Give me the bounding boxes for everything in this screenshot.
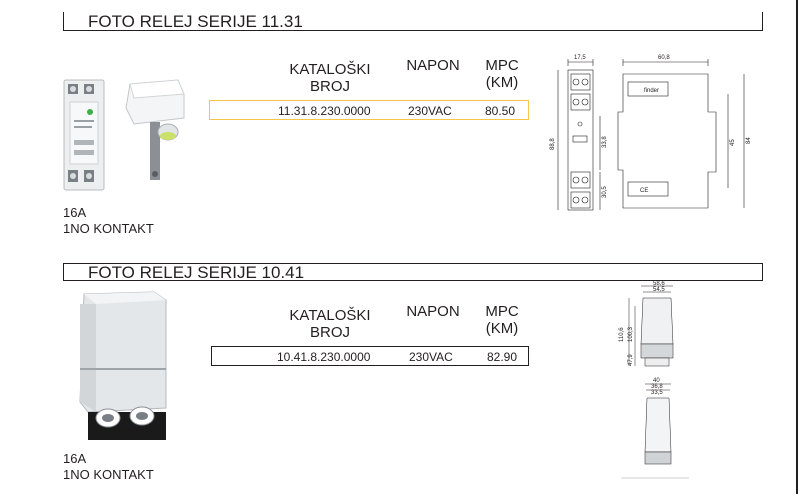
dim-f: 40 [653,378,660,384]
header-price: MPC (KM) [485,57,519,91]
ce-mark: CE [640,188,648,194]
price-row-11-31: 11.31.8.230.0000 230VAC 80.50 [209,100,529,120]
catalog-number-2: 10.41.8.230.0000 [277,350,371,364]
dim-w1: 17,5 [574,55,586,61]
dim-h1: 88,8 [550,138,556,150]
product-notes-11-31: 16A 1NO KONTAKT [63,205,154,236]
dim-h5: 84 [746,137,752,144]
header-price-2: MPC (KM) [485,303,519,337]
header-voltage: NAPON [406,57,460,74]
voltage-value: 230VAC [408,104,452,118]
section-title-10-41: FOTO RELEJ SERIJE 10.41 [63,263,763,282]
header-voltage-2: NAPON [406,303,460,320]
dim-h4: 45 [730,139,736,146]
dim-e: 47,9 [628,354,634,366]
dim-d: 100,3 [628,326,634,342]
technical-drawing-10-41: 58,6 54,5 110,6 100,3 47,9 40 36,8 33,5 [619,281,689,479]
header-catalog-number-2: KATALOŠKI BROJ [289,307,371,341]
dim-c: 110,6 [619,327,625,342]
product-photo-11-31 [63,79,185,191]
dim-a: 58,6 [653,281,665,287]
price-value: 80.50 [485,104,516,118]
dim-h: 33,5 [651,390,663,396]
dim-h2: 33,8 [602,136,608,148]
brand-label: finder [644,88,659,94]
dim-w2: 60,8 [658,55,670,61]
header-catalog-number: KATALOŠKI BROJ [289,61,371,95]
page-edge-rule [796,0,798,494]
voltage-value-2: 230VAC [409,350,453,364]
dim-h3: 30,5 [602,186,608,198]
dim-b: 54,5 [653,287,665,293]
price-value-2: 82.90 [487,350,518,364]
product-photo-10-41 [79,291,167,440]
dim-g: 36,8 [651,384,663,390]
product-notes-10-41: 16A 1NO KONTAKT [63,451,154,482]
catalog-number: 11.31.8.230.0000 [278,104,371,118]
technical-drawing-11-31: 17,5 88,8 33,8 30,5 60,8 45 84 finder CE [550,55,752,211]
price-row-10-41: 10.41.8.230.0000 230VAC 82.90 [211,346,529,366]
section-title-11-31: FOTO RELEJ SERIJE 11.31 [63,12,763,31]
